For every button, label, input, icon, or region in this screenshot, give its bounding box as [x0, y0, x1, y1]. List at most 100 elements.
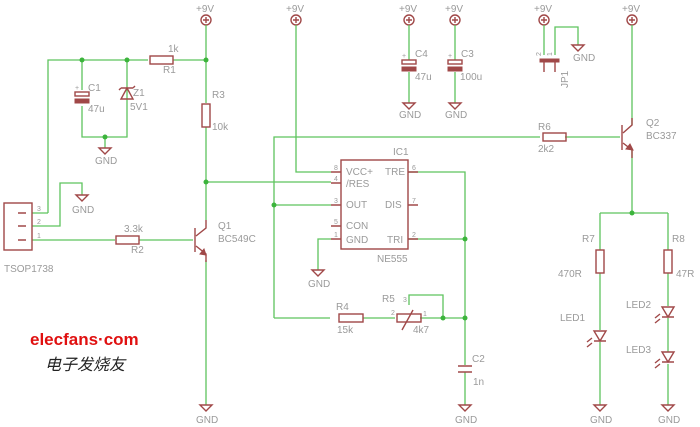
svg-text:GND: GND	[590, 415, 612, 426]
svg-text:JP1: JP1	[560, 70, 571, 88]
svg-text:5V1: 5V1	[130, 102, 148, 113]
svg-text:3: 3	[334, 198, 338, 205]
svg-text:3: 3	[403, 297, 407, 304]
svg-text:GND: GND	[658, 415, 680, 426]
svg-text:C1: C1	[88, 83, 101, 94]
gnd-c2: GND	[455, 404, 477, 426]
svg-text:+9V: +9V	[622, 4, 640, 15]
svg-text:GND: GND	[72, 205, 94, 216]
svg-text:/RES: /RES	[346, 179, 370, 190]
svg-text:C3: C3	[461, 49, 474, 60]
svg-text:TRE: TRE	[385, 167, 405, 178]
gnd-c3: GND	[445, 102, 467, 121]
gnd-tsop: GND	[72, 194, 94, 216]
connector-tsop1738: 321 TSOP1738	[3, 202, 54, 275]
svg-text:+: +	[402, 53, 406, 60]
svg-text:BC337: BC337	[646, 131, 677, 142]
supply-9v-c4: +9V	[399, 4, 417, 26]
supply-9v-q2: +9V	[622, 4, 640, 26]
svg-text:GND: GND	[308, 279, 330, 290]
svg-text:15k: 15k	[337, 325, 354, 336]
svg-text:R8: R8	[672, 234, 685, 245]
svg-text:10k: 10k	[212, 122, 229, 133]
ground-symbols: GND GND GND GND GND GND GND GND GND GND	[72, 44, 680, 426]
svg-text:Z1: Z1	[133, 88, 145, 99]
supply-9v-c3: +9V	[445, 4, 463, 26]
svg-text:2: 2	[391, 310, 395, 317]
svg-text:GND: GND	[196, 415, 218, 426]
svg-text:3: 3	[37, 206, 41, 213]
svg-text:LED1: LED1	[560, 313, 585, 324]
gnd-led1: GND	[590, 404, 612, 426]
gnd-jp1: GND	[570, 44, 595, 64]
svg-text:GND: GND	[346, 235, 368, 246]
svg-text:LED3: LED3	[626, 345, 651, 356]
supply-symbols: +9V +9V +9V +9V +9V +9V	[196, 4, 640, 26]
svg-text:2: 2	[37, 219, 41, 226]
svg-text:4k7: 4k7	[413, 325, 430, 336]
gnd-ic1: GND	[308, 269, 330, 290]
capacitor-c2: C2 1n	[458, 354, 485, 388]
svg-text:R2: R2	[131, 245, 144, 256]
led3: LED3	[626, 345, 676, 369]
svg-text:1n: 1n	[473, 377, 484, 388]
svg-text:47R: 47R	[676, 269, 694, 280]
svg-text:CON: CON	[346, 221, 368, 232]
svg-text:GND: GND	[445, 110, 467, 121]
svg-text:TRI: TRI	[387, 235, 403, 246]
svg-text:GND: GND	[95, 156, 117, 167]
capacitor-c1: + C1 47u	[74, 83, 105, 115]
gnd-c1z1: GND	[95, 147, 117, 167]
svg-text:2: 2	[536, 52, 543, 56]
svg-text:47u: 47u	[88, 104, 105, 115]
svg-text:+9V: +9V	[286, 4, 304, 15]
supply-9v-ic: +9V	[286, 4, 304, 26]
svg-text:GND: GND	[573, 53, 595, 64]
svg-text:TSOP1738: TSOP1738	[4, 264, 54, 275]
svg-text:1k: 1k	[168, 44, 180, 55]
gnd-q1: GND	[196, 404, 218, 426]
svg-text:47u: 47u	[415, 72, 432, 83]
svg-text:LED2: LED2	[626, 300, 651, 311]
svg-text:elecfans·com: elecfans·com	[30, 330, 139, 349]
svg-text:BC549C: BC549C	[218, 234, 256, 245]
svg-text:100u: 100u	[460, 72, 482, 83]
svg-text:R1: R1	[163, 65, 176, 76]
svg-text:+9V: +9V	[399, 4, 417, 15]
svg-text:C4: C4	[415, 49, 428, 60]
svg-text:2k2: 2k2	[538, 144, 555, 155]
svg-text:2: 2	[412, 232, 416, 239]
svg-text:1: 1	[547, 52, 554, 56]
gnd-c4: GND	[399, 102, 421, 121]
svg-text:IC1: IC1	[393, 147, 409, 158]
svg-text:NE555: NE555	[377, 254, 408, 265]
svg-text:+9V: +9V	[534, 4, 552, 15]
svg-text:R7: R7	[582, 234, 595, 245]
svg-text:470R: 470R	[558, 269, 582, 280]
svg-text:+: +	[75, 85, 79, 92]
led2: LED2	[626, 300, 676, 324]
svg-text:C2: C2	[472, 354, 485, 365]
svg-text:R6: R6	[538, 122, 551, 133]
svg-text:3.3k: 3.3k	[124, 224, 144, 235]
junctions	[79, 57, 635, 321]
svg-text:+9V: +9V	[445, 4, 463, 15]
resistor-r7: R7 470R	[558, 234, 605, 280]
resistor-r8: R8 47R	[663, 234, 694, 280]
svg-text:VCC+: VCC+	[346, 167, 373, 178]
svg-text:4: 4	[334, 176, 338, 183]
svg-text:1: 1	[423, 311, 427, 318]
